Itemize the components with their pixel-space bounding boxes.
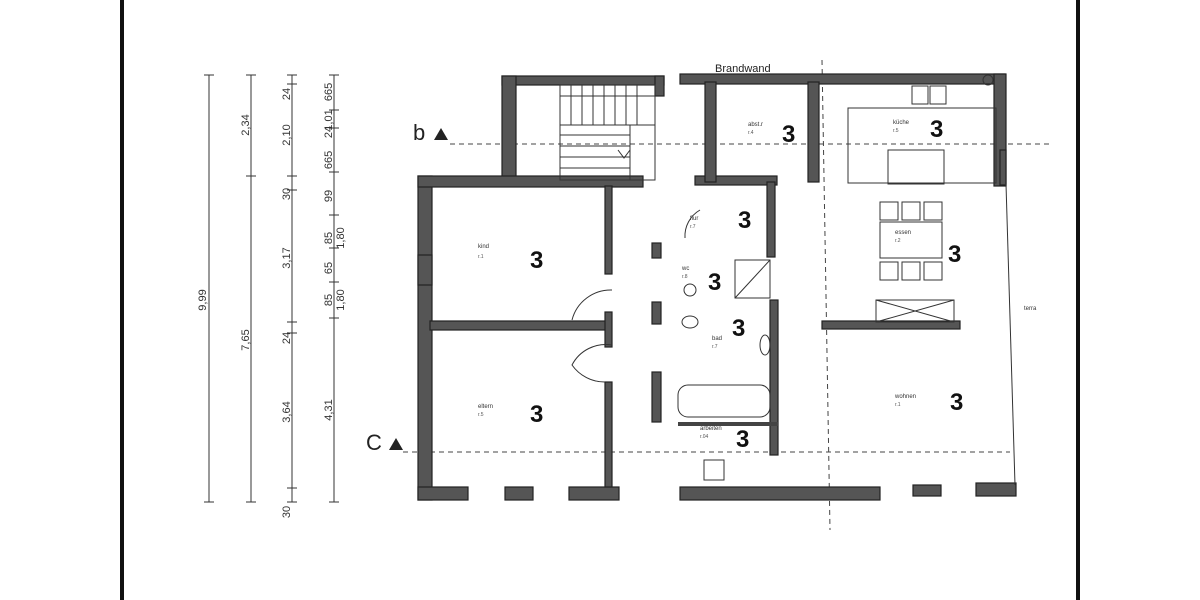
dim-label: 1,80: [335, 227, 347, 248]
dim-label: 4,31: [323, 399, 335, 420]
room-name: wc: [681, 266, 689, 272]
terrace-edge: [1005, 183, 1016, 486]
room-number: 3: [738, 207, 751, 234]
room-arbeiten: arbeiten r.04 3: [700, 426, 749, 453]
section-label: C: [366, 430, 382, 455]
kitchen-fixtures: [847, 74, 997, 185]
room-name: bad: [712, 336, 722, 342]
room-terrasse: terra: [1024, 306, 1037, 312]
room-name: wohnen: [894, 394, 916, 400]
section-label: b: [413, 120, 425, 145]
room-name: terra: [1024, 306, 1037, 312]
room-abstell: abst.r r.4 3: [748, 121, 795, 148]
dim-label: 24: [281, 88, 293, 100]
room-sub: r.7: [690, 224, 696, 230]
door-swings: [571, 209, 701, 383]
room-bad: bad r.7 3: [712, 315, 745, 350]
room-sub: r.4: [748, 130, 754, 136]
dim-label: 665: [323, 83, 335, 101]
room-number: 3: [950, 389, 963, 416]
room-number: 3: [930, 116, 943, 143]
dim-label: 3,17: [281, 247, 293, 268]
room-sub: r.5: [893, 128, 899, 134]
interior-walls: [429, 181, 961, 488]
room-sub: r.1: [895, 402, 901, 408]
room-name: arbeiten: [700, 426, 722, 432]
dimension-chain-4: 665 1,01 24 665 99 85 1,80 65 85 1,80 4,…: [323, 74, 347, 503]
dim-label: 2,10: [281, 124, 293, 145]
title-brandwand: Brandwand: [715, 63, 771, 75]
room-wc: wc r.8 3: [681, 266, 721, 296]
room-sub: r.2: [895, 238, 901, 244]
section-marker-c: C: [366, 430, 1010, 455]
dim-label: 99: [323, 190, 335, 202]
room-eltern: eltern r.5 3: [478, 401, 543, 428]
right-frame-border: [1076, 0, 1080, 600]
room-number: 3: [530, 401, 543, 428]
dim-label: 9,99: [197, 289, 209, 310]
bathroom-fixtures: [677, 259, 771, 481]
section-marker-b: b: [413, 120, 1050, 145]
dimension-chain-2: 2,34 7,65: [240, 74, 256, 503]
dim-label: 1,80: [335, 289, 347, 310]
dim-label: 65: [323, 262, 335, 274]
outer-walls: [417, 73, 1017, 501]
staircase: [559, 84, 656, 181]
room-number: 3: [948, 241, 961, 268]
dining-table: [879, 201, 943, 281]
room-sub: r.7: [712, 344, 718, 350]
room-sub: r.1: [478, 254, 484, 260]
room-name: kind: [478, 244, 489, 250]
dim-label: 7,65: [240, 329, 252, 350]
room-diele: flur r.7 3: [690, 207, 751, 234]
dim-label: 30: [281, 506, 293, 518]
dim-label: 24: [281, 332, 293, 344]
room-name: eltern: [478, 404, 493, 410]
room-wohnen: wohnen r.1 3: [894, 389, 963, 416]
room-sub: r.04: [700, 434, 709, 440]
dim-label: 665: [323, 151, 335, 169]
dimension-chain-1: 9,99: [197, 74, 214, 503]
dim-label: 30: [281, 188, 293, 200]
room-name: essen: [895, 230, 911, 236]
dim-label: 1,01: [323, 109, 335, 130]
dim-label: 3,64: [281, 401, 293, 422]
room-name: küche: [893, 120, 910, 126]
dim-label: 2,34: [240, 114, 252, 135]
room-name: flur: [690, 216, 698, 222]
room-essen: essen r.2 3: [895, 230, 961, 268]
dimension-chain-3: 24 2,10 30 3,17 24 3,64 30: [281, 74, 297, 518]
room-kueche: küche r.5 3: [893, 116, 943, 143]
room-number: 3: [708, 269, 721, 296]
room-kind: kind r.1 3: [478, 244, 543, 274]
room-number: 3: [782, 121, 795, 148]
room-sub: r.8: [682, 274, 688, 280]
dim-label: 24: [323, 126, 335, 138]
room-number: 3: [736, 426, 749, 453]
dim-label: 85: [323, 232, 335, 244]
room-number: 3: [732, 315, 745, 342]
fireplace: [875, 299, 955, 323]
room-name: abst.r: [748, 122, 763, 128]
left-frame-border: [120, 0, 124, 600]
axis-line: [821, 59, 831, 531]
room-number: 3: [530, 247, 543, 274]
dim-label: 85: [323, 294, 335, 306]
room-sub: r.5: [478, 412, 484, 418]
